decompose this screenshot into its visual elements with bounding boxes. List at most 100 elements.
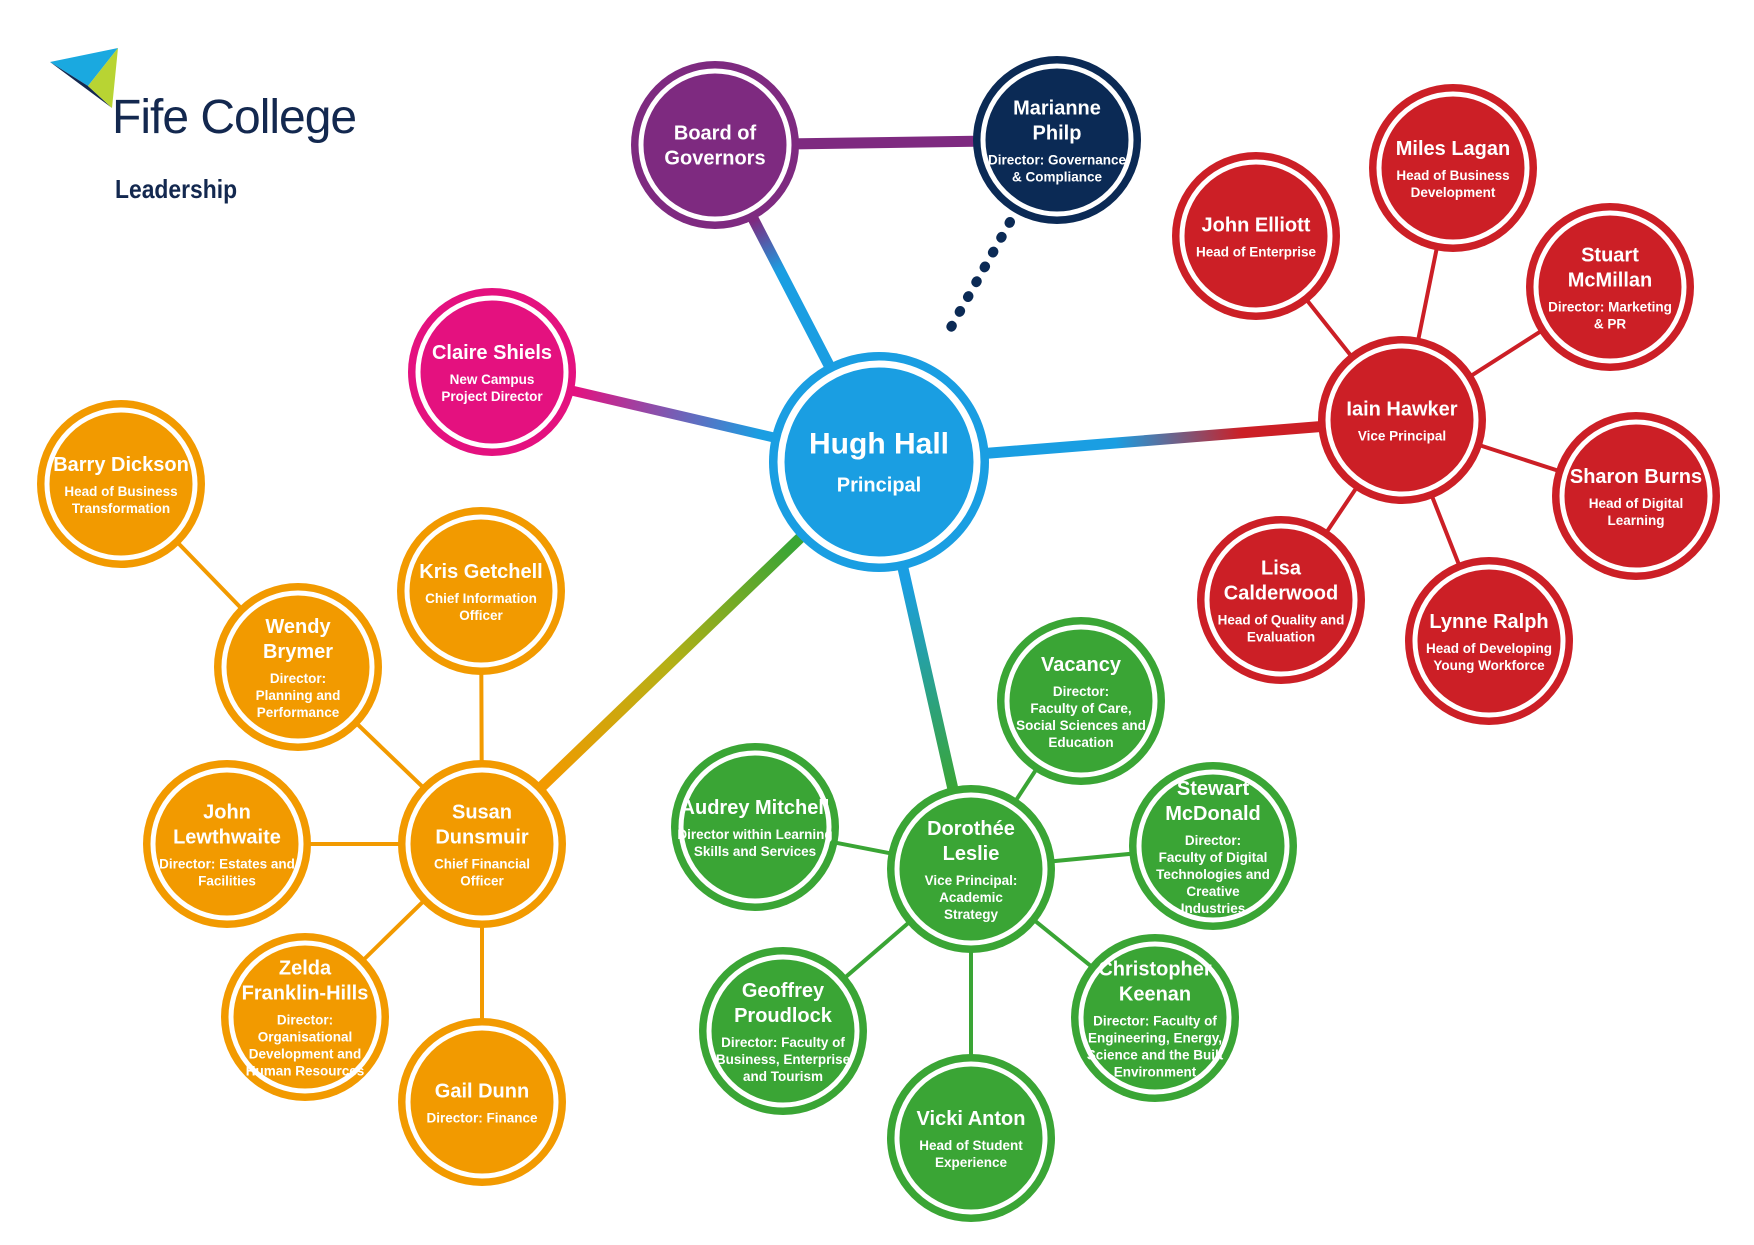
person-role: Director: Faculty of bbox=[1093, 1013, 1217, 1028]
person-role: Education bbox=[1048, 735, 1113, 750]
person-role: Skills and Services bbox=[694, 844, 816, 859]
person-name: Keenan bbox=[1119, 984, 1191, 1006]
person-role: Head of Developing bbox=[1426, 641, 1552, 656]
node-ring bbox=[1179, 159, 1333, 313]
person-role: Business, Enterprise bbox=[716, 1052, 851, 1067]
person-role: Director: bbox=[277, 1012, 333, 1027]
person-role: Academic bbox=[939, 890, 1003, 905]
node-ring bbox=[221, 590, 375, 744]
node-circle bbox=[1552, 412, 1720, 580]
person-role: Human Resources bbox=[246, 1063, 365, 1078]
node-circle bbox=[1369, 84, 1537, 252]
person-name: Barry Dickson bbox=[53, 454, 189, 476]
person-role: Director within Learning bbox=[677, 827, 832, 842]
person-role: Planning and bbox=[256, 688, 341, 703]
node-cfo-team-3: ZeldaFranklin-HillsDirector:Organisation… bbox=[221, 933, 389, 1101]
node-circle bbox=[699, 947, 867, 1115]
person-role: Head of Business bbox=[1396, 168, 1509, 183]
node-ring bbox=[1376, 91, 1530, 245]
person-name: Miles Lagan bbox=[1396, 138, 1510, 160]
person-name: Stewart bbox=[1177, 778, 1250, 800]
node-circle bbox=[1405, 557, 1573, 725]
person-role: Director: Estates and bbox=[159, 856, 295, 871]
person-role: Director: Faculty of bbox=[721, 1035, 845, 1050]
node-ring bbox=[1004, 624, 1158, 778]
person-role: Officer bbox=[459, 608, 503, 623]
node-circle bbox=[887, 1054, 1055, 1222]
person-role: Strategy bbox=[944, 907, 999, 922]
person-role: Facilities bbox=[198, 873, 256, 888]
person-role: & PR bbox=[1594, 316, 1627, 331]
person-role: Engineering, Energy, bbox=[1088, 1030, 1222, 1045]
node-circle bbox=[671, 743, 839, 911]
person-role: Faculty of Care, bbox=[1030, 701, 1131, 716]
person-role: Director: Governance bbox=[988, 152, 1127, 167]
person-role: Director: Finance bbox=[426, 1110, 538, 1125]
node-ring bbox=[1204, 523, 1358, 677]
node-circle bbox=[887, 785, 1055, 953]
person-role: Development bbox=[1411, 185, 1496, 200]
node-ring bbox=[1412, 564, 1566, 718]
person-role: Head of Business bbox=[64, 484, 177, 499]
person-name: Claire Shiels bbox=[432, 342, 552, 364]
node-circle bbox=[1197, 516, 1365, 684]
node-ring bbox=[1078, 941, 1232, 1095]
node-ring bbox=[415, 295, 569, 449]
person-name: Lynne Ralph bbox=[1429, 611, 1548, 633]
node-circle bbox=[37, 400, 205, 568]
person-role: and Tourism bbox=[743, 1069, 823, 1084]
person-role: Director: bbox=[1185, 833, 1241, 848]
person-name: Gail Dunn bbox=[435, 1081, 529, 1103]
person-name: Brymer bbox=[263, 641, 333, 663]
node-ring bbox=[894, 1061, 1048, 1215]
node-ring bbox=[777, 360, 981, 564]
person-name: Proudlock bbox=[734, 1005, 833, 1027]
person-role: Evaluation bbox=[1247, 629, 1315, 644]
node-ring bbox=[638, 68, 792, 222]
person-role: Organisational bbox=[258, 1029, 353, 1044]
node-circle bbox=[143, 760, 311, 928]
node-circle bbox=[631, 61, 799, 229]
brand-logo bbox=[48, 46, 368, 146]
node-circle bbox=[1071, 934, 1239, 1102]
person-role: Development and bbox=[249, 1046, 362, 1061]
person-name: Iain Hawker bbox=[1346, 399, 1457, 421]
logo-mark-icon bbox=[50, 48, 118, 108]
person-role: Technologies and bbox=[1156, 867, 1270, 882]
person-role: Director: bbox=[270, 671, 326, 686]
node-ring bbox=[150, 767, 304, 921]
node-circle bbox=[398, 760, 566, 928]
person-name: Franklin-Hills bbox=[242, 983, 369, 1005]
node-circle bbox=[398, 1018, 566, 1186]
node-ring bbox=[405, 1025, 559, 1179]
person-name: Lewthwaite bbox=[173, 827, 281, 849]
node-circle bbox=[973, 56, 1141, 224]
person-role: Head of Digital bbox=[1589, 496, 1684, 511]
person-role: Performance bbox=[257, 705, 340, 720]
person-role: Transformation bbox=[72, 501, 170, 516]
page-title: Leadership bbox=[115, 174, 238, 204]
person-name: Calderwood bbox=[1224, 583, 1338, 605]
node-ring bbox=[228, 940, 382, 1094]
person-role: Project Director bbox=[441, 389, 543, 404]
person-role: Environment bbox=[1114, 1064, 1197, 1079]
person-role: Head of Enterprise bbox=[1196, 244, 1317, 259]
person-name: Susan bbox=[452, 802, 512, 824]
